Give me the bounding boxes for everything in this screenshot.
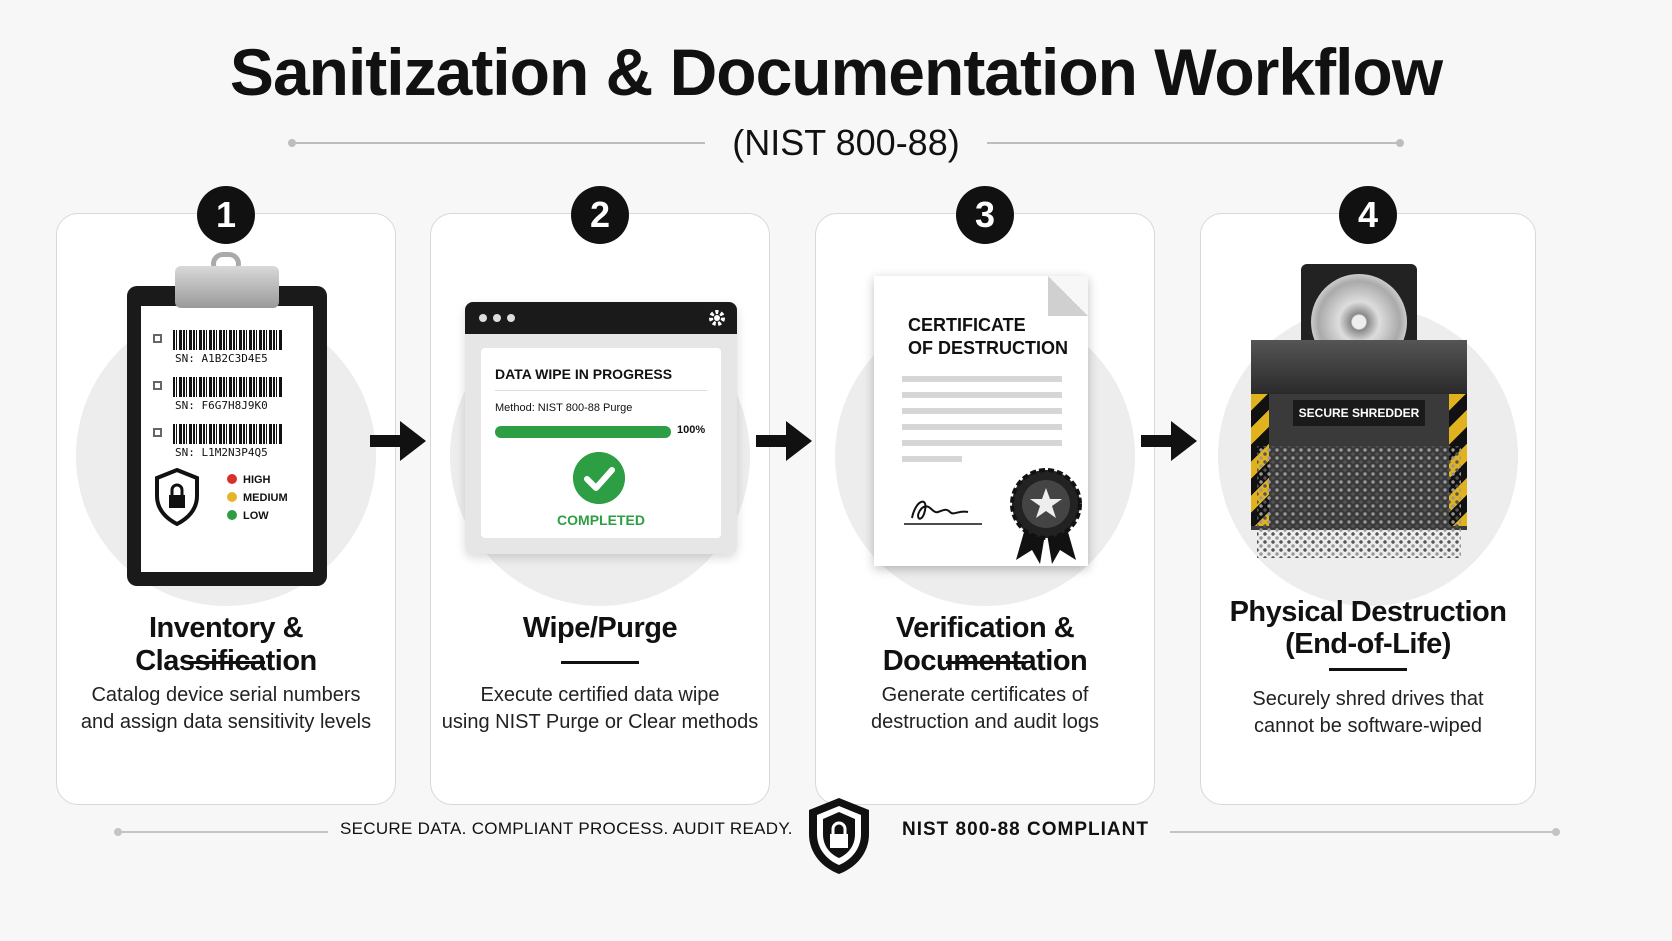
checkbox-icon <box>153 334 162 343</box>
window-dot-icon <box>479 314 487 322</box>
sensitivity-level-low: LOW <box>227 510 269 522</box>
serial-number: SN: F6G7H8J9K0 <box>175 399 268 412</box>
subtitle-row: (NIST 800-88) <box>288 118 1404 168</box>
title-underline <box>946 661 1024 664</box>
status-dot-icon <box>227 492 237 502</box>
text-line <box>902 440 1062 446</box>
serial-row: SN: F6G7H8J9K0 <box>153 377 303 419</box>
status-dot-icon <box>227 474 237 484</box>
arrow-right-icon <box>370 421 426 461</box>
text-line <box>902 376 1062 382</box>
progress-fill <box>495 426 671 438</box>
footer-tagline: SECURE DATA. COMPLIANT PROCESS. AUDIT RE… <box>340 819 793 838</box>
checkbox-icon <box>153 428 162 437</box>
page-fold <box>1048 276 1088 316</box>
shield-lock-icon <box>809 798 869 874</box>
footer: SECURE DATA. COMPLIANT PROCESS. AUDIT RE… <box>0 786 1672 874</box>
window-dot-icon <box>507 314 515 322</box>
certificate-title: CERTIFICATE OF DESTRUCTION <box>908 315 1068 358</box>
page-title: Sanitization & Documentation Workflow <box>229 35 1443 109</box>
shredded-debris <box>1257 446 1461 558</box>
gear-icon <box>709 310 725 326</box>
serial-number: SN: L1M2N3P4Q5 <box>175 446 268 459</box>
status-dot-icon <box>227 510 237 520</box>
title-underline <box>561 661 639 664</box>
wipe-window-illustration: DATA WIPE IN PROGRESS Method: NIST 800-8… <box>465 302 737 554</box>
serial-row: SN: L1M2N3P4Q5 <box>153 424 303 466</box>
compliance-label: NIST 800-88 COMPLIANT <box>902 819 1149 840</box>
step-card-destruction: 4 SECURE SHREDDER Physical Destruction(E… <box>1200 186 1536 805</box>
separator <box>495 390 707 391</box>
step-title: Verification & Documentation <box>882 612 1088 677</box>
wipe-method: Method: NIST 800-88 Purge <box>495 402 633 414</box>
step-number-badge: 1 <box>197 186 255 244</box>
title-underline <box>187 661 265 664</box>
barcode-icon <box>173 424 283 444</box>
progress-bar <box>495 426 671 438</box>
title-underline <box>1329 668 1407 671</box>
arrow-right-icon <box>756 421 812 461</box>
serial-number: SN: A1B2C3D4E5 <box>175 352 268 365</box>
completed-label: COMPLETED <box>557 512 645 528</box>
window-titlebar <box>465 302 737 334</box>
text-line <box>902 408 1062 414</box>
sensitivity-level-high: HIGH <box>227 474 271 486</box>
subtitle-divider-left <box>288 139 705 147</box>
window-dot-icon <box>493 314 501 322</box>
certificate-illustration: CERTIFICATE OF DESTRUCTION <box>874 276 1088 566</box>
barcode-icon <box>173 377 283 397</box>
arrow-right-icon <box>1141 421 1197 461</box>
step-title: Wipe/Purge <box>522 612 678 644</box>
step-number-badge: 4 <box>1339 186 1397 244</box>
step-title: Inventory & Classification <box>135 612 317 677</box>
page-subtitle: (NIST 800-88) <box>732 122 960 163</box>
step-card-verification: 3 CERTIFICATE OF DESTRUCTION Verificatio… <box>815 186 1155 805</box>
serial-row: SN: A1B2C3D4E5 <box>153 330 303 372</box>
award-seal-icon <box>1010 468 1082 564</box>
step-card-wipe: 2 DATA WIPE IN PROGRESS Method: NIST 800… <box>430 186 770 805</box>
checkbox-icon <box>153 381 162 390</box>
signature-icon <box>904 500 982 525</box>
window-content: DATA WIPE IN PROGRESS Method: NIST 800-8… <box>481 348 721 538</box>
footer-divider-right <box>1170 828 1560 836</box>
check-circle-icon <box>573 452 625 504</box>
text-line <box>902 424 1062 430</box>
text-line <box>902 392 1062 398</box>
shredder-label: SECURE SHREDDER <box>1293 400 1425 426</box>
sensitivity-level-medium: MEDIUM <box>227 492 288 504</box>
step-title: Physical Destruction(End-of-Life) <box>1229 596 1507 660</box>
shredder-top <box>1251 340 1467 394</box>
wipe-status-title: DATA WIPE IN PROGRESS <box>495 366 673 382</box>
barcode-icon <box>173 330 283 350</box>
footer-divider-left <box>114 828 328 836</box>
step-number-badge: 3 <box>956 186 1014 244</box>
step-number-badge: 2 <box>571 186 629 244</box>
step-card-inventory: 1 SN: A1B2C3D4E5 SN: F6G7H8J9K0 SN: L1M2… <box>56 186 396 805</box>
subtitle-divider-right <box>987 139 1404 147</box>
shield-lock-icon <box>155 468 199 526</box>
text-line <box>902 456 962 462</box>
progress-percent: 100% <box>677 424 706 436</box>
clipboard-clip <box>175 266 279 308</box>
